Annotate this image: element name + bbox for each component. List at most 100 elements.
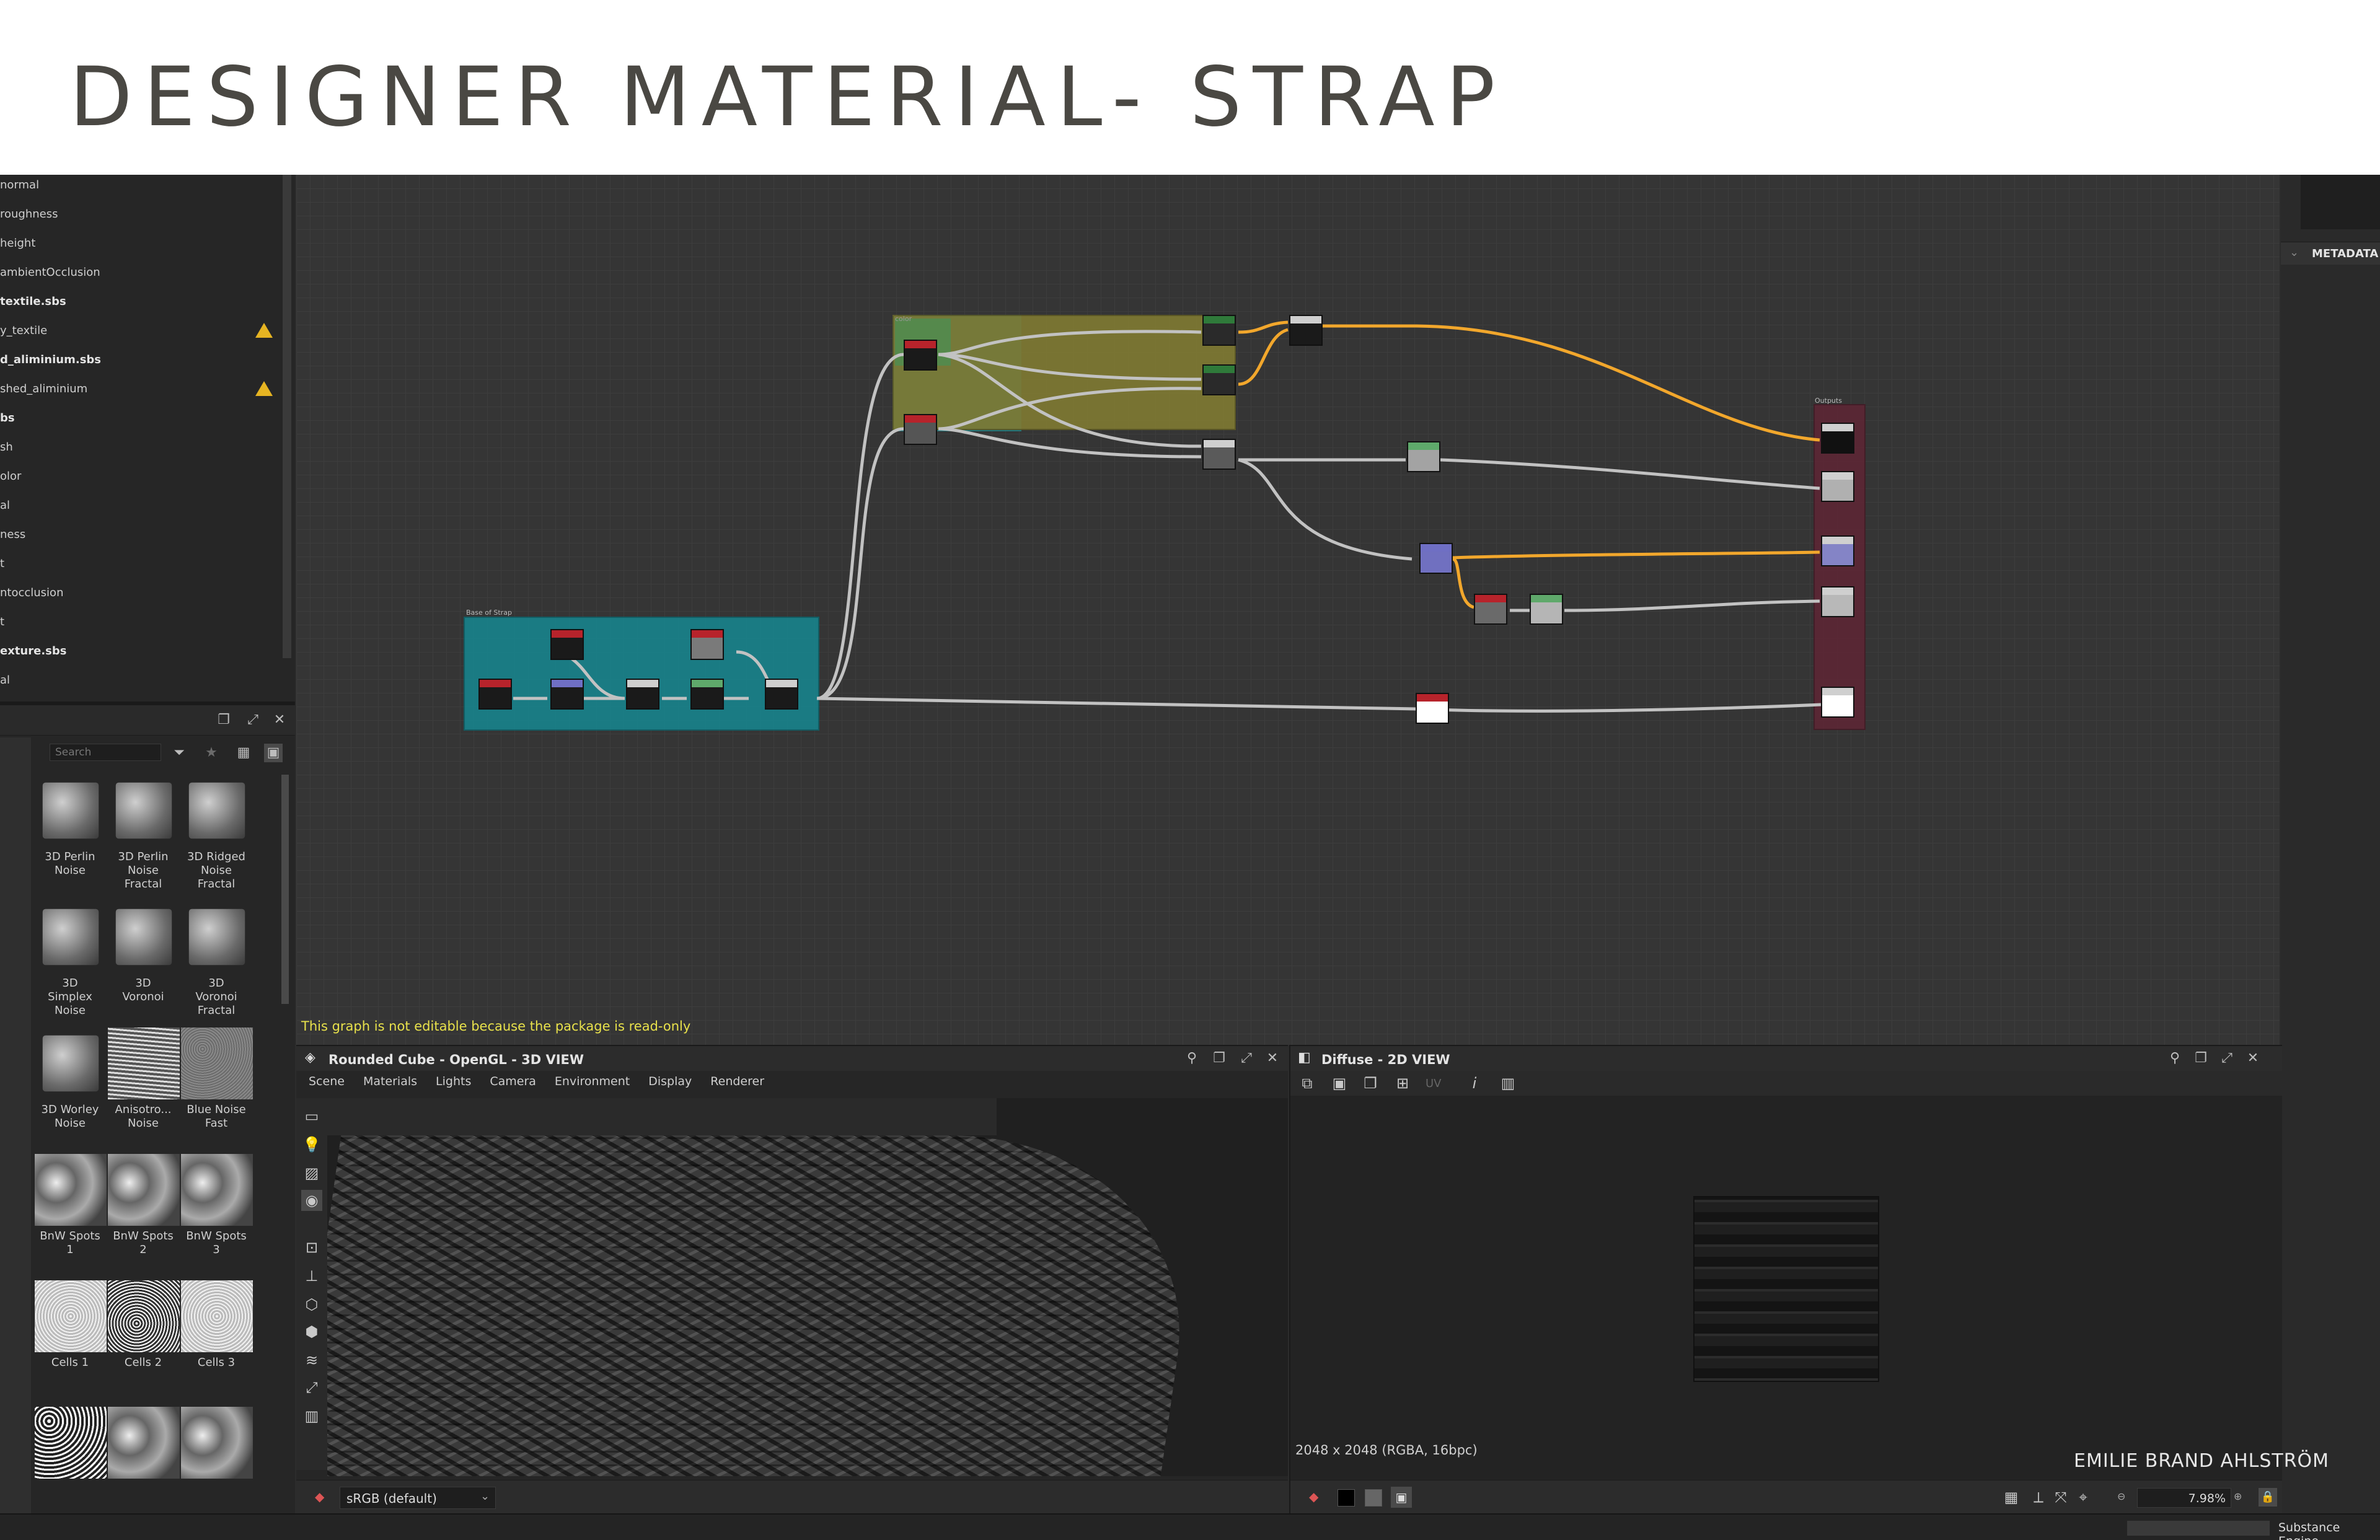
- graph-node-1[interactable]: [478, 679, 512, 710]
- graph-node-15[interactable]: [1419, 543, 1453, 574]
- grid-view-icon[interactable]: ▦: [237, 745, 250, 760]
- explorer-item[interactable]: height: [0, 237, 36, 250]
- output-node-3[interactable]: [1821, 535, 1854, 566]
- graph-node-2[interactable]: [550, 679, 584, 710]
- explorer-item[interactable]: ntocclusion: [0, 586, 64, 599]
- pin-icon[interactable]: ⚲: [1186, 1050, 1197, 1066]
- filter-icon[interactable]: ⏷: [174, 745, 185, 760]
- library-item-thumbnail[interactable]: [42, 782, 99, 839]
- library-item-thumbnail[interactable]: [181, 1407, 253, 1479]
- cube-icon[interactable]: ⬡: [305, 1296, 319, 1313]
- gizmo-icon[interactable]: ⤢: [306, 1379, 318, 1396]
- explorer-scrollbar[interactable]: [283, 175, 291, 658]
- graph-node-18[interactable]: [1416, 693, 1449, 724]
- output-node-1[interactable]: [1821, 423, 1854, 454]
- black-background-swatch[interactable]: [1338, 1489, 1355, 1507]
- graph-node-16[interactable]: [1474, 594, 1507, 625]
- explorer-item[interactable]: shed_aliminium: [0, 382, 88, 395]
- explorer-item[interactable]: olor: [0, 470, 22, 483]
- menu-item[interactable]: Renderer: [710, 1075, 765, 1088]
- graph-node-5[interactable]: [690, 629, 724, 660]
- output-node-4[interactable]: [1821, 586, 1854, 617]
- graph-node-17[interactable]: [1530, 594, 1563, 625]
- layers-icon[interactable]: ◆: [1309, 1489, 1319, 1504]
- tile-icon[interactable]: ⟂: [2033, 1489, 2043, 1506]
- menu-item[interactable]: Display: [648, 1075, 692, 1088]
- display-icon[interactable]: ⊞: [1396, 1075, 1409, 1092]
- colorspace-dropdown[interactable]: sRGB (default) ⌄: [340, 1487, 496, 1509]
- view2d-viewport[interactable]: 2048 x 2048 (RGBA, 16bpc): [1290, 1096, 2282, 1474]
- maximize-icon[interactable]: ⤢: [2221, 1050, 2232, 1066]
- camera-icon[interactable]: ▭: [304, 1107, 319, 1125]
- layers-icon[interactable]: ◆: [315, 1489, 325, 1504]
- info-icon[interactable]: i: [1472, 1075, 1477, 1092]
- library-scrollbar[interactable]: [281, 775, 289, 1004]
- view3d-viewport[interactable]: [327, 1098, 1288, 1476]
- explorer-item[interactable]: bs: [0, 411, 15, 425]
- library-item-thumbnail[interactable]: [35, 1280, 107, 1352]
- menu-item[interactable]: Materials: [363, 1075, 418, 1088]
- close-icon[interactable]: ✕: [273, 712, 286, 728]
- library-item-thumbnail[interactable]: [181, 1154, 253, 1226]
- float-panel-icon[interactable]: ❐: [218, 712, 230, 728]
- frame-outputs[interactable]: [1814, 404, 1866, 730]
- grid-icon[interactable]: ▦: [2004, 1489, 2019, 1506]
- explorer-item[interactable]: ness: [0, 528, 26, 541]
- axis-icon[interactable]: ⊥: [305, 1267, 319, 1285]
- float-panel-icon[interactable]: ❐: [1213, 1050, 1225, 1066]
- graph-node-4[interactable]: [626, 679, 659, 710]
- graph-node-9[interactable]: [904, 414, 937, 445]
- lock-icon[interactable]: 🔒: [2259, 1488, 2277, 1507]
- explorer-item[interactable]: al: [0, 499, 11, 512]
- pin-icon[interactable]: ⚲: [2169, 1050, 2180, 1066]
- explorer-item[interactable]: t: [0, 557, 5, 570]
- graph-node-6[interactable]: [690, 679, 724, 710]
- maximize-icon[interactable]: ⤢: [247, 712, 258, 728]
- frame-icon[interactable]: ⊡: [305, 1239, 319, 1256]
- metadata-section[interactable]: ⌄ METADATA: [2281, 242, 2380, 265]
- graph-node-8[interactable]: [904, 340, 937, 371]
- graph-node-14[interactable]: [1407, 441, 1440, 472]
- graph-node-3[interactable]: [550, 629, 584, 660]
- zoom-field[interactable]: 7.98%: [2137, 1488, 2231, 1508]
- explorer-item[interactable]: d_aliminium.sbs: [0, 353, 102, 366]
- library-category-list[interactable]: [0, 737, 31, 1540]
- explorer-item[interactable]: ambientOcclusion: [0, 266, 100, 279]
- frame-base-of-strap[interactable]: [464, 617, 819, 731]
- environment-icon[interactable]: ▨: [304, 1164, 319, 1182]
- fit-icon[interactable]: ⤧: [2055, 1489, 2067, 1506]
- center-icon[interactable]: ⌖: [2079, 1489, 2087, 1506]
- light-icon[interactable]: 💡: [302, 1136, 321, 1153]
- explorer-item[interactable]: normal: [0, 178, 40, 191]
- save-icon[interactable]: ▣: [1332, 1075, 1347, 1092]
- menu-item[interactable]: Scene: [309, 1075, 345, 1088]
- wireframe-icon[interactable]: ⬢: [305, 1323, 319, 1340]
- menu-item[interactable]: Camera: [490, 1075, 536, 1088]
- explorer-item[interactable]: al: [0, 674, 11, 687]
- library-item-thumbnail[interactable]: [108, 1280, 180, 1352]
- library-item-thumbnail[interactable]: [181, 1280, 253, 1352]
- library-item-thumbnail[interactable]: [115, 909, 172, 966]
- graph-node-10[interactable]: [1202, 315, 1236, 346]
- uv-toggle[interactable]: UV: [1426, 1077, 1442, 1090]
- zoom-in-icon[interactable]: ⊕: [2234, 1490, 2242, 1502]
- float-panel-icon[interactable]: ❐: [2195, 1050, 2207, 1066]
- close-icon[interactable]: ✕: [2247, 1050, 2259, 1066]
- checker-background-icon[interactable]: ▣: [1391, 1487, 1412, 1508]
- close-icon[interactable]: ✕: [1266, 1050, 1279, 1066]
- graph-node-11[interactable]: [1202, 364, 1236, 395]
- graph-node-7[interactable]: [765, 679, 798, 710]
- graph-node-12[interactable]: [1202, 439, 1236, 470]
- graph-editor[interactable]: color Base of Strap Outputs: [296, 175, 2280, 1045]
- menu-item[interactable]: Environment: [554, 1075, 630, 1088]
- explorer-item[interactable]: roughness: [0, 208, 58, 221]
- library-item-thumbnail[interactable]: [188, 782, 245, 839]
- list-view-icon[interactable]: ▣: [264, 744, 283, 762]
- output-node-2[interactable]: [1821, 471, 1854, 502]
- layers-icon[interactable]: ≋: [305, 1352, 319, 1369]
- menu-item[interactable]: Lights: [436, 1075, 472, 1088]
- export-icon[interactable]: ⧉: [1302, 1075, 1313, 1092]
- favorite-icon[interactable]: ★: [205, 745, 218, 760]
- library-item-thumbnail[interactable]: [108, 1154, 180, 1226]
- maximize-icon[interactable]: ⤢: [1241, 1050, 1252, 1066]
